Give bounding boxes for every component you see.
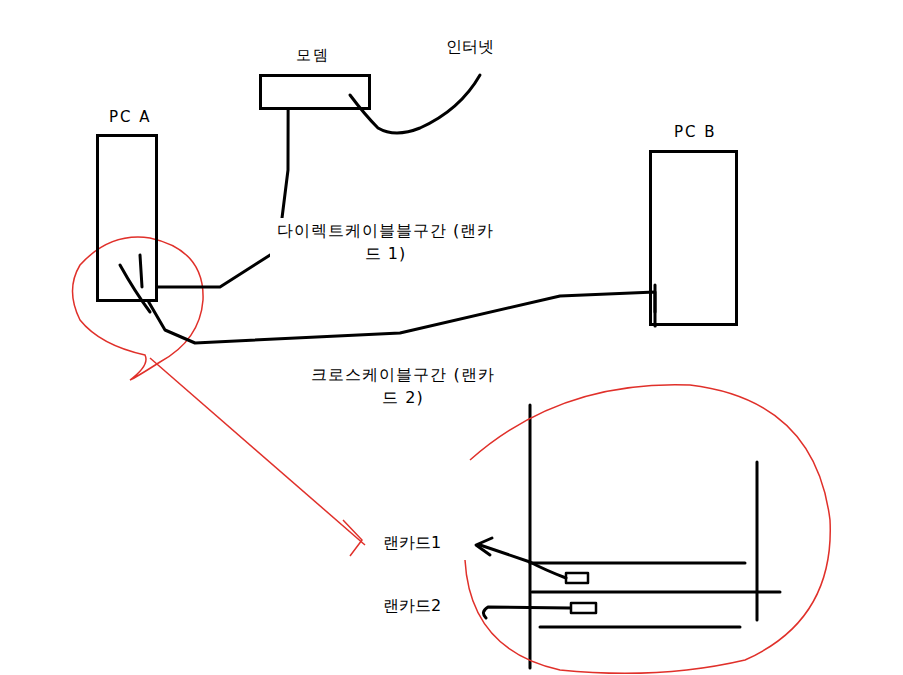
leader-arrowhead bbox=[476, 538, 492, 555]
node-heading: PC A bbox=[109, 108, 152, 126]
node-heading: PC B bbox=[674, 123, 717, 141]
edge-label: 다이렉트케이블블구간 (랜카드 1) bbox=[270, 218, 501, 266]
zoom-pointer bbox=[343, 520, 362, 556]
direct-cable bbox=[158, 110, 288, 287]
card-slot bbox=[530, 562, 745, 565]
modem-box: 모뎀 bbox=[259, 74, 371, 110]
lan-port bbox=[571, 603, 596, 613]
cable-inside-pc bbox=[140, 255, 142, 287]
zoom-circle bbox=[465, 385, 830, 674]
card-slot bbox=[756, 462, 759, 620]
lan-port bbox=[566, 573, 588, 583]
leader-line bbox=[480, 545, 566, 578]
part-label: 랜카드1 bbox=[381, 532, 443, 554]
part-label: 랜카드2 bbox=[381, 595, 443, 617]
cable-inside-pc bbox=[120, 265, 150, 312]
card-slot bbox=[532, 591, 780, 594]
zoom-circle bbox=[73, 237, 204, 380]
pc-tower: PC B bbox=[649, 150, 738, 326]
node-heading: 모뎀 bbox=[296, 46, 330, 65]
card-slot bbox=[529, 405, 532, 668]
pc-tower: PC A bbox=[96, 134, 158, 302]
internet-label: 인터넷 bbox=[444, 36, 496, 58]
leader-line bbox=[483, 607, 570, 618]
edge-label: 크로스케이블구간 (랜카드 2) bbox=[300, 362, 506, 410]
card-slot bbox=[540, 626, 740, 629]
cross-cable bbox=[149, 292, 656, 343]
